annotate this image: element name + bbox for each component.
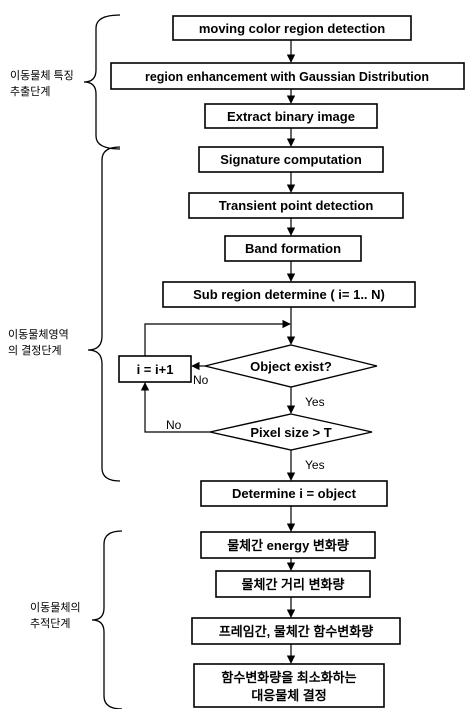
box-increment [118,355,192,383]
box-band [224,235,362,262]
label-minimize-line1: 함수변화량을 최소화하는 [221,670,356,685]
edge-no-2: No [166,418,182,432]
label-extract-binary: Extract binary image [227,109,355,124]
label-determine: Determine i = object [232,486,357,501]
label-band: Band formation [245,241,341,256]
label-region-enhancement: region enhancement with Gaussian Distrib… [145,70,429,84]
label-subregion: Sub region determine ( i= 1.. N) [193,287,385,302]
no-branch-2 [140,382,210,433]
box-determine [200,480,388,507]
box-transient [188,192,404,219]
stage-label-3-line1: 이동물체의 [30,601,81,614]
stage-label-3-line2: 추적단계 [30,617,70,630]
label-energy: 물체간 energy 변화량 [227,538,349,553]
edge-yes-2: Yes [305,458,325,472]
stage-label-2-line1: 이동물체영역 [8,328,69,341]
label-distance: 물체간 거리 변화량 [242,577,345,592]
box-func-change [191,617,401,645]
label-minimize-line2: 대응물체 결정 [251,688,326,703]
label-transient: Transient point detection [219,198,374,213]
label-signature: Signature computation [220,152,362,167]
stage-brace-2 [87,146,121,482]
loop-back [144,319,291,356]
label-pixel-size: Pixel size > T [250,425,331,440]
label-moving-color: moving color region detection [199,21,385,36]
stage-label-1-line1: 이동물체 특징 [10,69,74,82]
stage-label-1-line2: 추출단계 [10,85,50,98]
edge-yes-1: Yes [305,395,325,409]
stage-brace-3 [91,530,123,709]
box-distance [215,570,371,598]
edge-no-1: No [193,373,209,387]
stage-brace-1 [83,14,121,150]
label-func-change: 프레임간, 물체간 함수변화량 [219,624,373,639]
box-region-enhancement [110,62,465,90]
box-moving-color [172,15,412,41]
label-increment: i = i+1 [137,362,174,377]
label-object-exist: Object exist? [250,359,332,374]
stage-label-2-line2: 의 결정단계 [8,344,62,357]
box-subregion [162,281,416,308]
box-minimize [193,663,385,708]
box-energy [200,531,376,559]
